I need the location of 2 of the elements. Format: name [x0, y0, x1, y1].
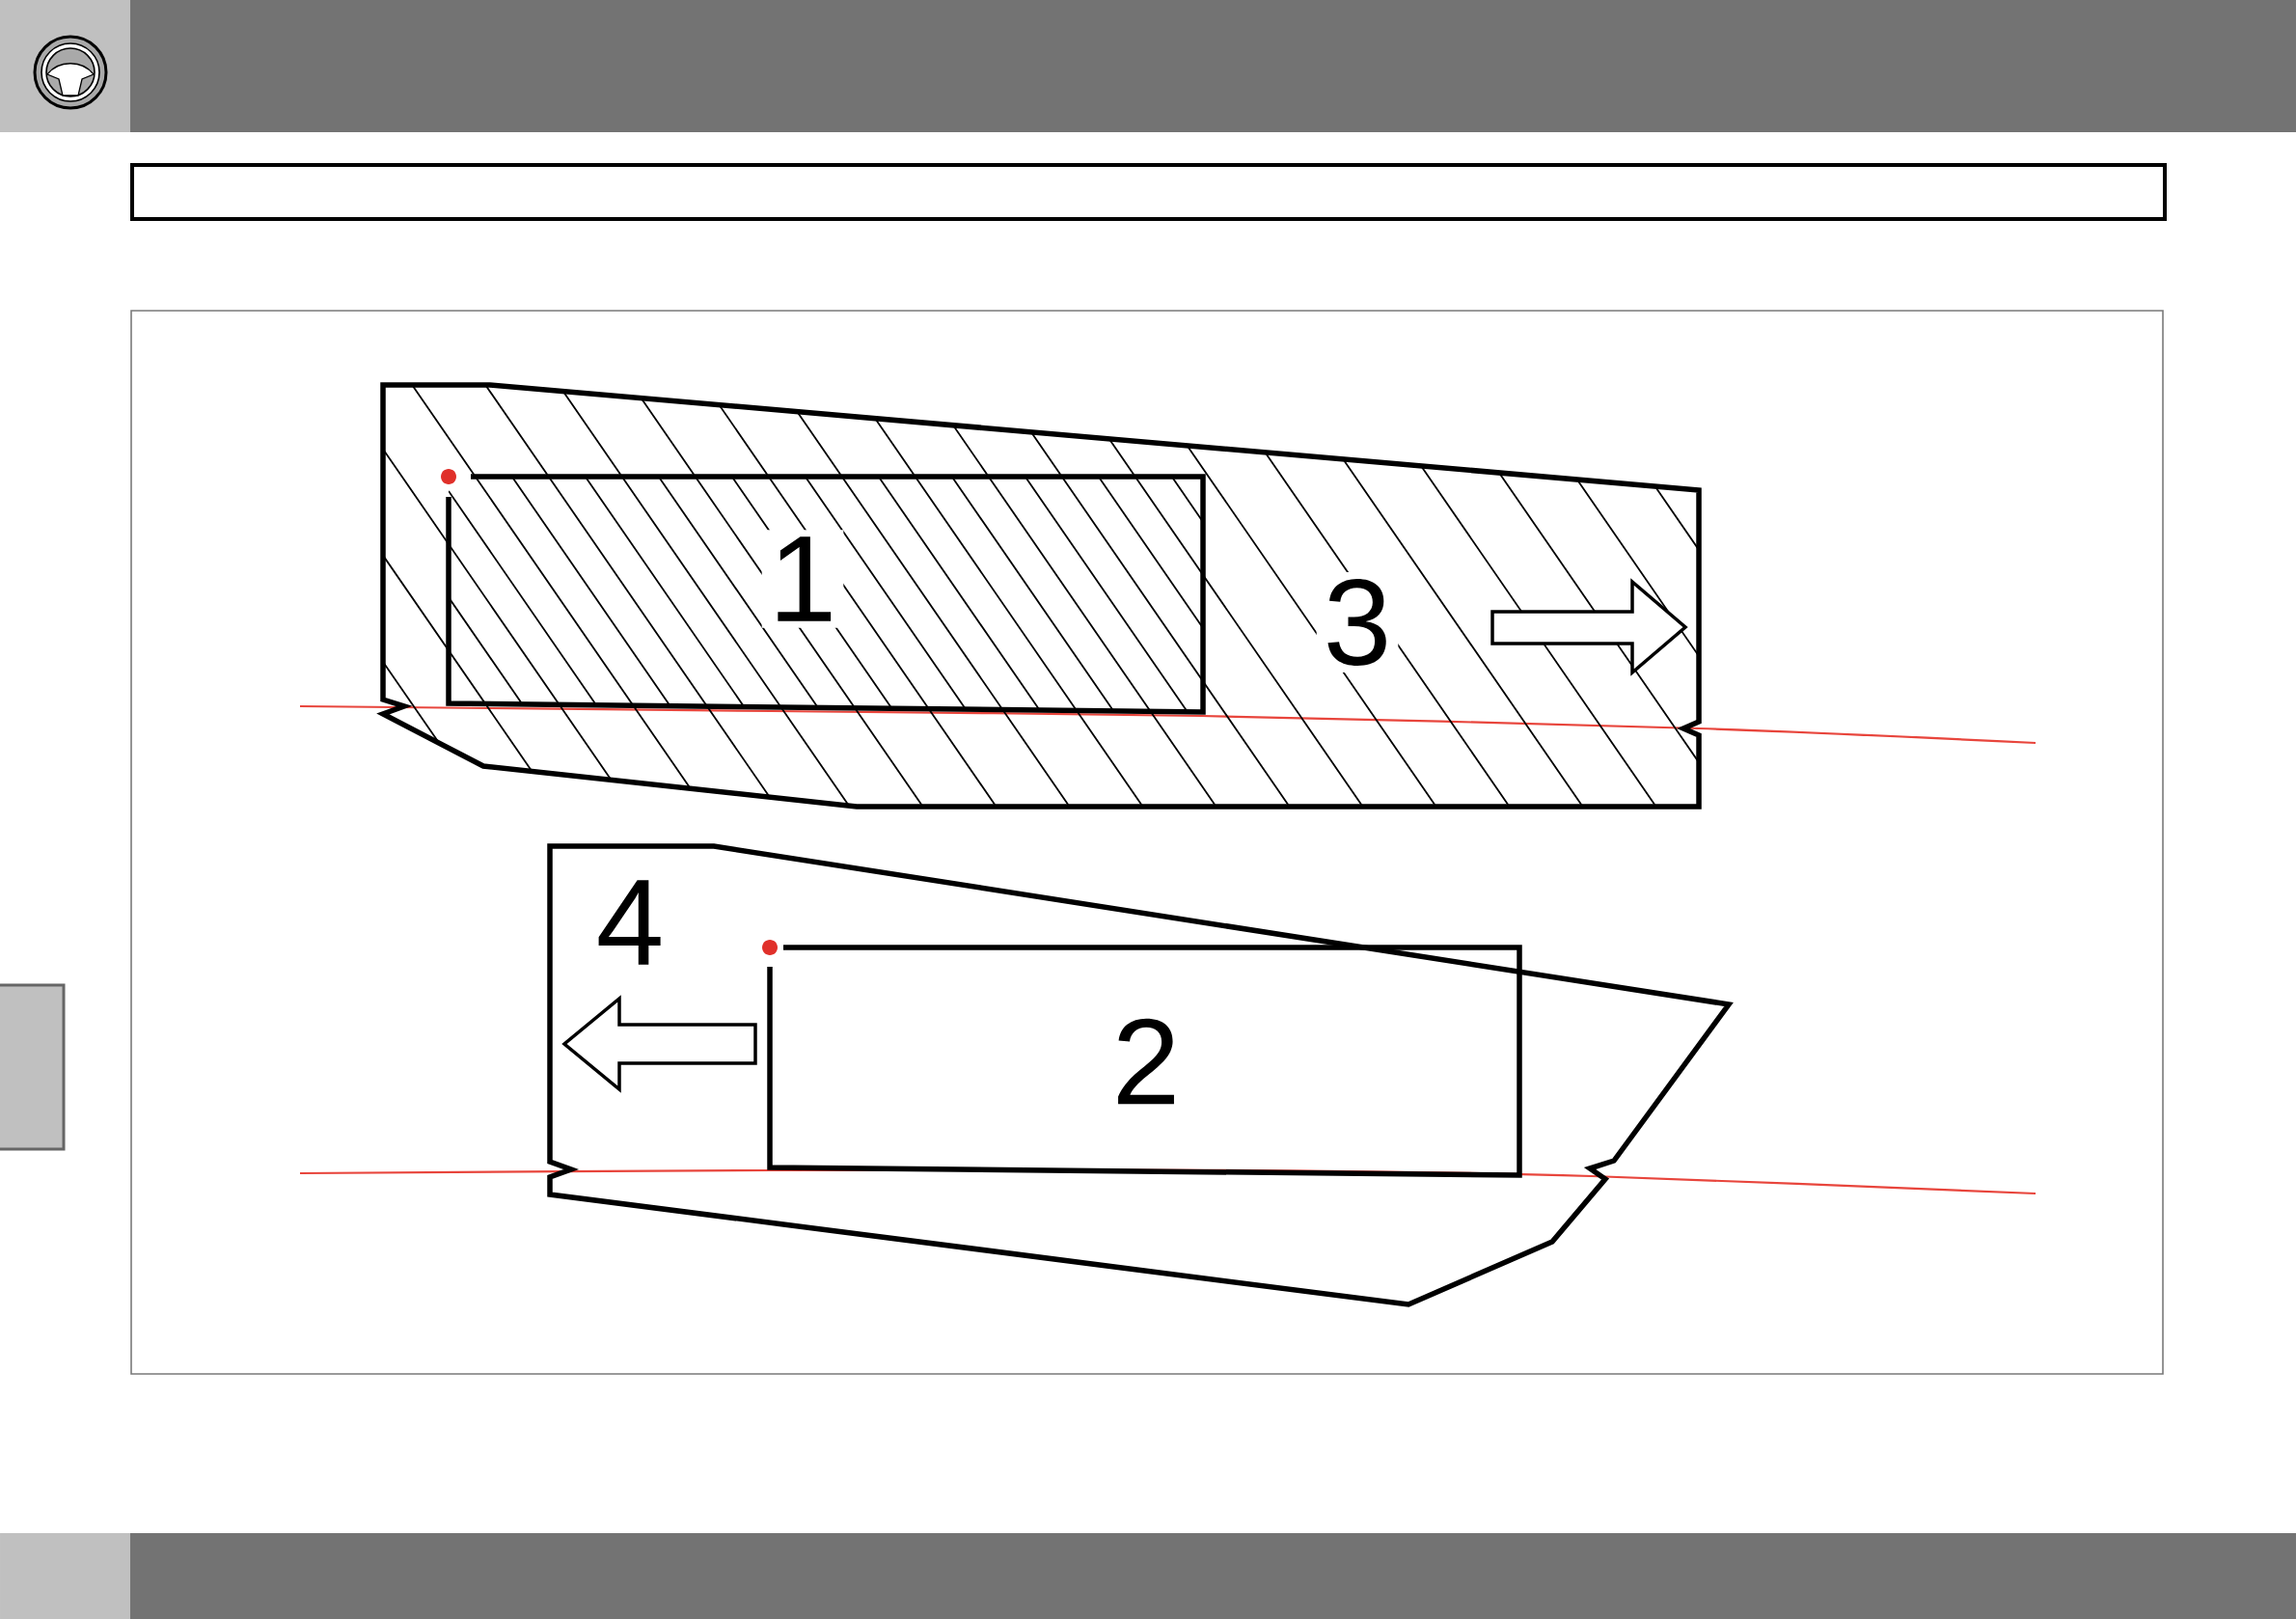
hatched-box: 1: [446, 474, 1206, 715]
node-label: 1: [778, 536, 832, 621]
